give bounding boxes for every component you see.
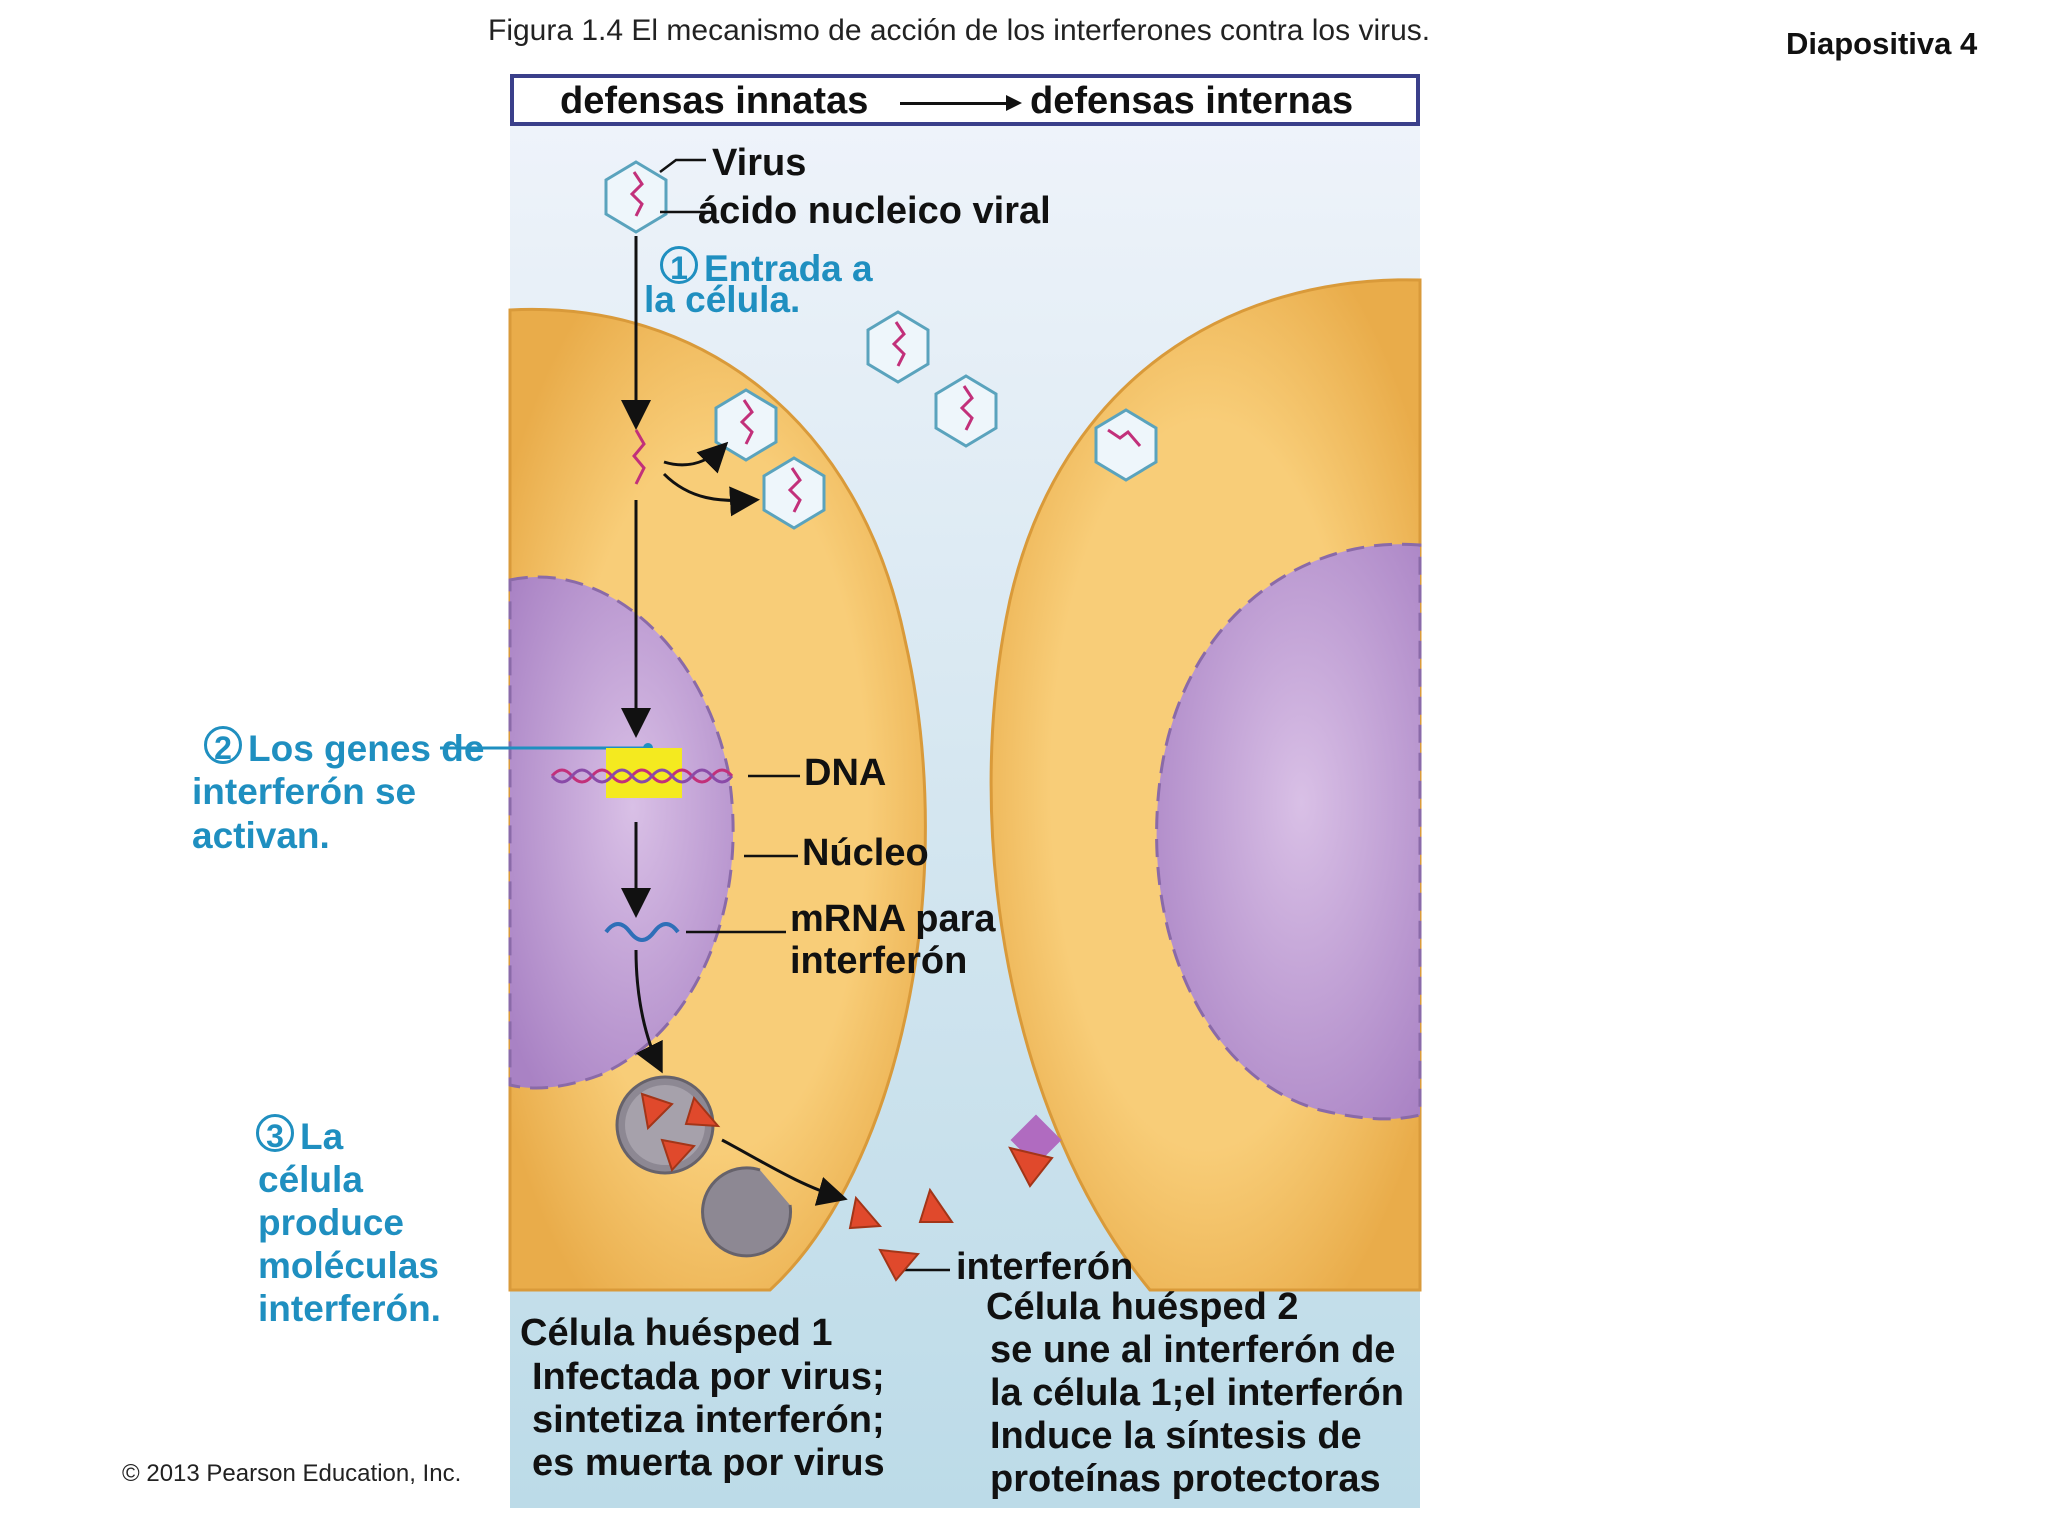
- label-mrna-1: mRNA para: [790, 898, 996, 940]
- step-1-number: 1: [660, 246, 698, 286]
- host1-line-2: sintetiza interferón;: [532, 1399, 885, 1441]
- label-mrna-2: interferón: [790, 940, 968, 982]
- step-1-line-1: Entrada a: [704, 248, 873, 289]
- label-interferon: interferón: [956, 1246, 1134, 1288]
- mrna-strand: [604, 922, 680, 942]
- figure-caption: Figura 1.4 El mecanismo de acción de los…: [488, 14, 1431, 47]
- interferon-molecules: [640, 1092, 954, 1282]
- host-cell-1: [508, 307, 927, 1292]
- label-virus: Virus: [712, 142, 807, 184]
- viral-rna: [629, 171, 1142, 513]
- label-nucleic-acid: ácido nucleico viral: [698, 190, 1051, 232]
- label-nucleus: Núcleo: [802, 832, 929, 874]
- step-2-line-2: interferón se: [192, 771, 417, 812]
- dna-double-helix: [550, 768, 734, 784]
- step-2-line-3: activan.: [192, 815, 330, 856]
- host1-line-1: Infectada por virus;: [532, 1356, 885, 1398]
- bound-interferon: [1008, 1146, 1054, 1188]
- process-arrows: [621, 236, 848, 1206]
- label-dna: DNA: [804, 752, 887, 794]
- slide-number: Diapositiva 4: [1786, 26, 1978, 61]
- host2-line-3: Induce la síntesis de: [990, 1415, 1362, 1457]
- host2-line-4: proteínas protectoras: [990, 1458, 1381, 1500]
- host1-title: Célula huésped 1: [520, 1312, 833, 1354]
- exocytosis-vesicle: [701, 1166, 793, 1258]
- step-3-line-3: produce: [258, 1202, 404, 1243]
- host2-line-2: la célula 1;el interferón: [990, 1372, 1404, 1414]
- header-box: defensas innatas defensas internas: [510, 74, 1420, 126]
- step-3-line-4: moléculas: [258, 1245, 439, 1286]
- step-3-line-2: célula: [258, 1159, 363, 1200]
- pointer-lines: [659, 158, 950, 1272]
- host2-line-1: se une al interferón de: [990, 1329, 1396, 1371]
- host1-line-3: es muerta por virus: [532, 1442, 885, 1484]
- header-arrow-icon: [900, 95, 1022, 111]
- step-3-number: 3: [256, 1114, 294, 1154]
- step-3-line-5: interferón.: [258, 1288, 441, 1329]
- copyright: © 2013 Pearson Education, Inc.: [122, 1460, 462, 1487]
- header-left: defensas innatas: [560, 80, 869, 122]
- virus-icon: [1094, 408, 1158, 482]
- host2-title: Célula huésped 2: [986, 1286, 1299, 1328]
- step-3-line-1: La: [300, 1116, 344, 1157]
- step-2-number: 2: [204, 726, 242, 766]
- step-1-line-2: la célula.: [644, 279, 801, 320]
- host-cell-2: [989, 278, 1422, 1292]
- header-right: defensas internas: [1030, 80, 1354, 122]
- step-2-line-1: Los genes de: [248, 728, 485, 769]
